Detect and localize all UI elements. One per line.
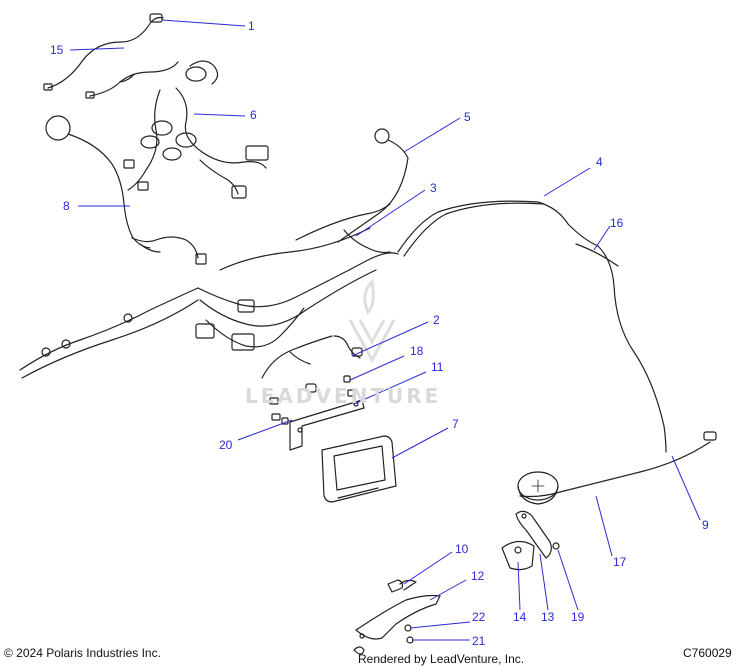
callout-5: 5 <box>464 110 471 124</box>
callout-9: 9 <box>702 518 709 532</box>
callout-6: 6 <box>250 108 257 122</box>
callout-3: 3 <box>430 181 437 195</box>
callout-2: 2 <box>433 313 440 327</box>
callout-20: 20 <box>219 438 233 452</box>
watermark-text: LEADVENTURE <box>245 384 442 408</box>
callout-15: 15 <box>50 43 64 57</box>
callout-4: 4 <box>596 155 603 169</box>
diagram-code: C760029 <box>683 646 732 660</box>
callout-22: 22 <box>472 610 486 624</box>
mount-13-14-19 <box>501 510 560 571</box>
callout-17: 17 <box>613 555 627 569</box>
callout-12: 12 <box>471 569 485 583</box>
callout-19: 19 <box>571 610 585 624</box>
harness-main <box>19 128 409 379</box>
callout-11: 11 <box>431 360 444 374</box>
leader-lines <box>69 19 701 641</box>
mount-10-12-21-22 <box>353 579 441 655</box>
callout-16: 16 <box>610 216 624 230</box>
speaker-9 <box>517 471 559 505</box>
rendered-by-text: Rendered by LeadVenture, Inc. <box>358 652 525 666</box>
callout-18: 18 <box>410 344 424 358</box>
leadventure-watermark-logo <box>348 278 396 364</box>
callout-13: 13 <box>541 610 555 624</box>
callout-7: 7 <box>452 417 459 431</box>
callout-10: 10 <box>455 542 469 556</box>
callout-1: 1 <box>248 19 255 33</box>
harness-8 <box>45 115 207 265</box>
callout-21: 21 <box>472 634 486 648</box>
harness-6 <box>123 60 269 199</box>
cable-4 <box>397 200 717 498</box>
callout-14: 14 <box>513 610 527 624</box>
copyright-text: © 2024 Polaris Industries Inc. <box>4 646 161 660</box>
hardware-18-20 <box>269 375 355 425</box>
display-7 <box>321 435 397 503</box>
harness-15 <box>43 13 179 99</box>
callout-8: 8 <box>63 199 70 213</box>
